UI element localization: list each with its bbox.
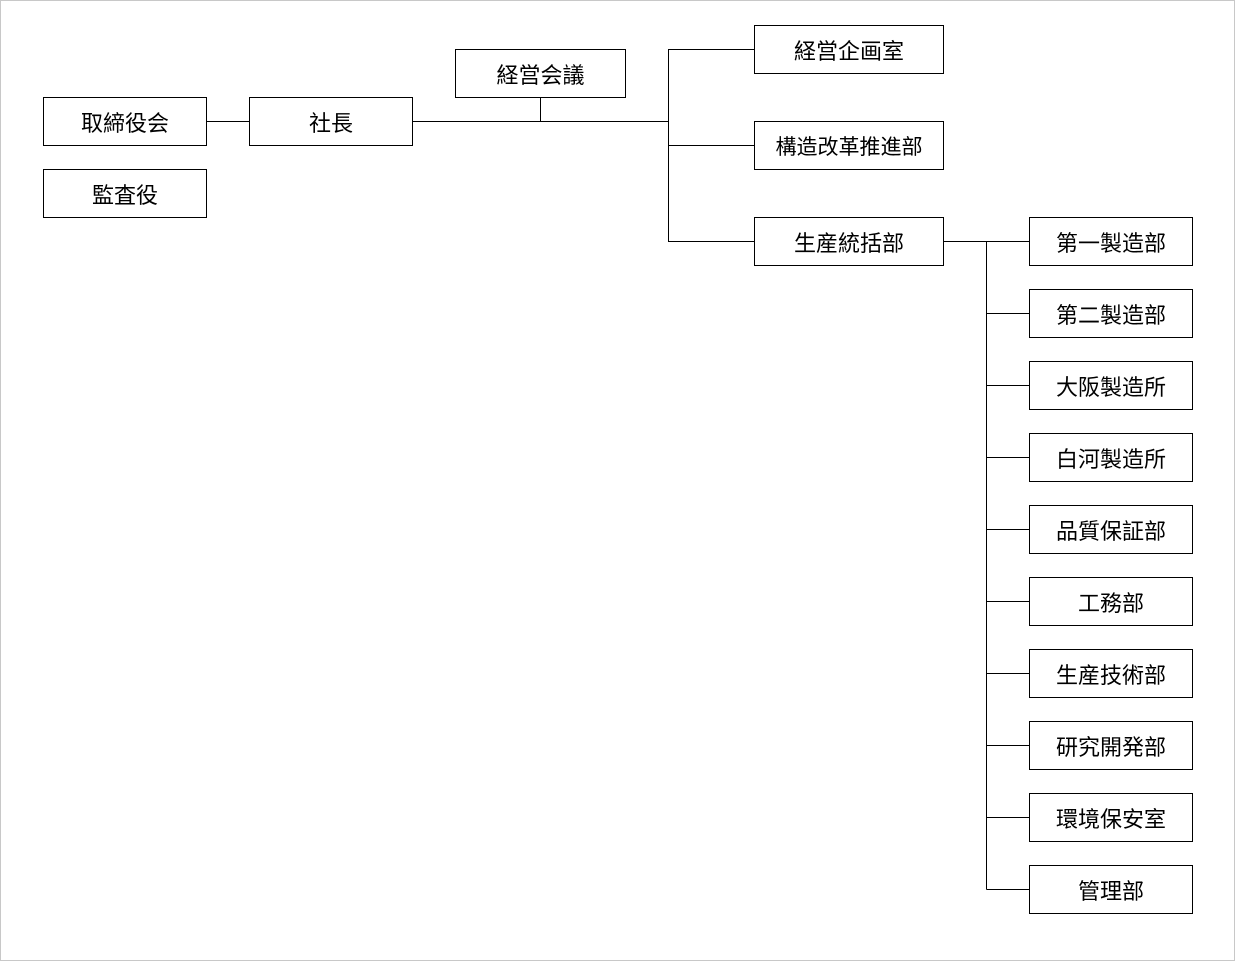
department-box: 第二製造部 bbox=[1029, 289, 1193, 338]
department-box: 工務部 bbox=[1029, 577, 1193, 626]
department-box: 生産技術部 bbox=[1029, 649, 1193, 698]
structural-reform-box: 構造改革推進部 bbox=[754, 121, 944, 170]
president-box: 社長 bbox=[249, 97, 413, 146]
department-box: 品質保証部 bbox=[1029, 505, 1193, 554]
department-label: 工務部 bbox=[1077, 591, 1144, 617]
department-label: 白河製造所 bbox=[1055, 447, 1166, 473]
planning-office-label: 経営企画室 bbox=[793, 39, 904, 65]
structural-reform-label: 構造改革推進部 bbox=[775, 134, 923, 159]
management-council-label: 経営会議 bbox=[496, 63, 585, 89]
department-label: 品質保証部 bbox=[1055, 519, 1166, 545]
planning-office-box: 経営企画室 bbox=[754, 25, 944, 74]
department-label: 第二製造部 bbox=[1055, 303, 1166, 329]
department-box: 環境保安室 bbox=[1029, 793, 1193, 842]
production-general-label: 生産統括部 bbox=[793, 231, 904, 257]
department-box: 白河製造所 bbox=[1029, 433, 1193, 482]
department-label: 生産技術部 bbox=[1055, 663, 1166, 689]
production-general-box: 生産統括部 bbox=[754, 217, 944, 266]
auditor-box: 監査役 bbox=[43, 169, 207, 218]
department-label: 管理部 bbox=[1077, 879, 1144, 905]
management-council-box: 経営会議 bbox=[455, 49, 626, 98]
department-label: 第一製造部 bbox=[1055, 231, 1166, 257]
department-label: 研究開発部 bbox=[1055, 735, 1166, 761]
board-of-directors-box: 取締役会 bbox=[43, 97, 207, 146]
department-box: 研究開発部 bbox=[1029, 721, 1193, 770]
department-box: 第一製造部 bbox=[1029, 217, 1193, 266]
department-box: 管理部 bbox=[1029, 865, 1193, 914]
board-of-directors-label: 取締役会 bbox=[80, 111, 169, 137]
department-label: 大阪製造所 bbox=[1055, 375, 1166, 401]
department-box: 大阪製造所 bbox=[1029, 361, 1193, 410]
department-label: 環境保安室 bbox=[1055, 807, 1166, 833]
auditor-label: 監査役 bbox=[91, 183, 158, 209]
president-label: 社長 bbox=[308, 111, 353, 137]
